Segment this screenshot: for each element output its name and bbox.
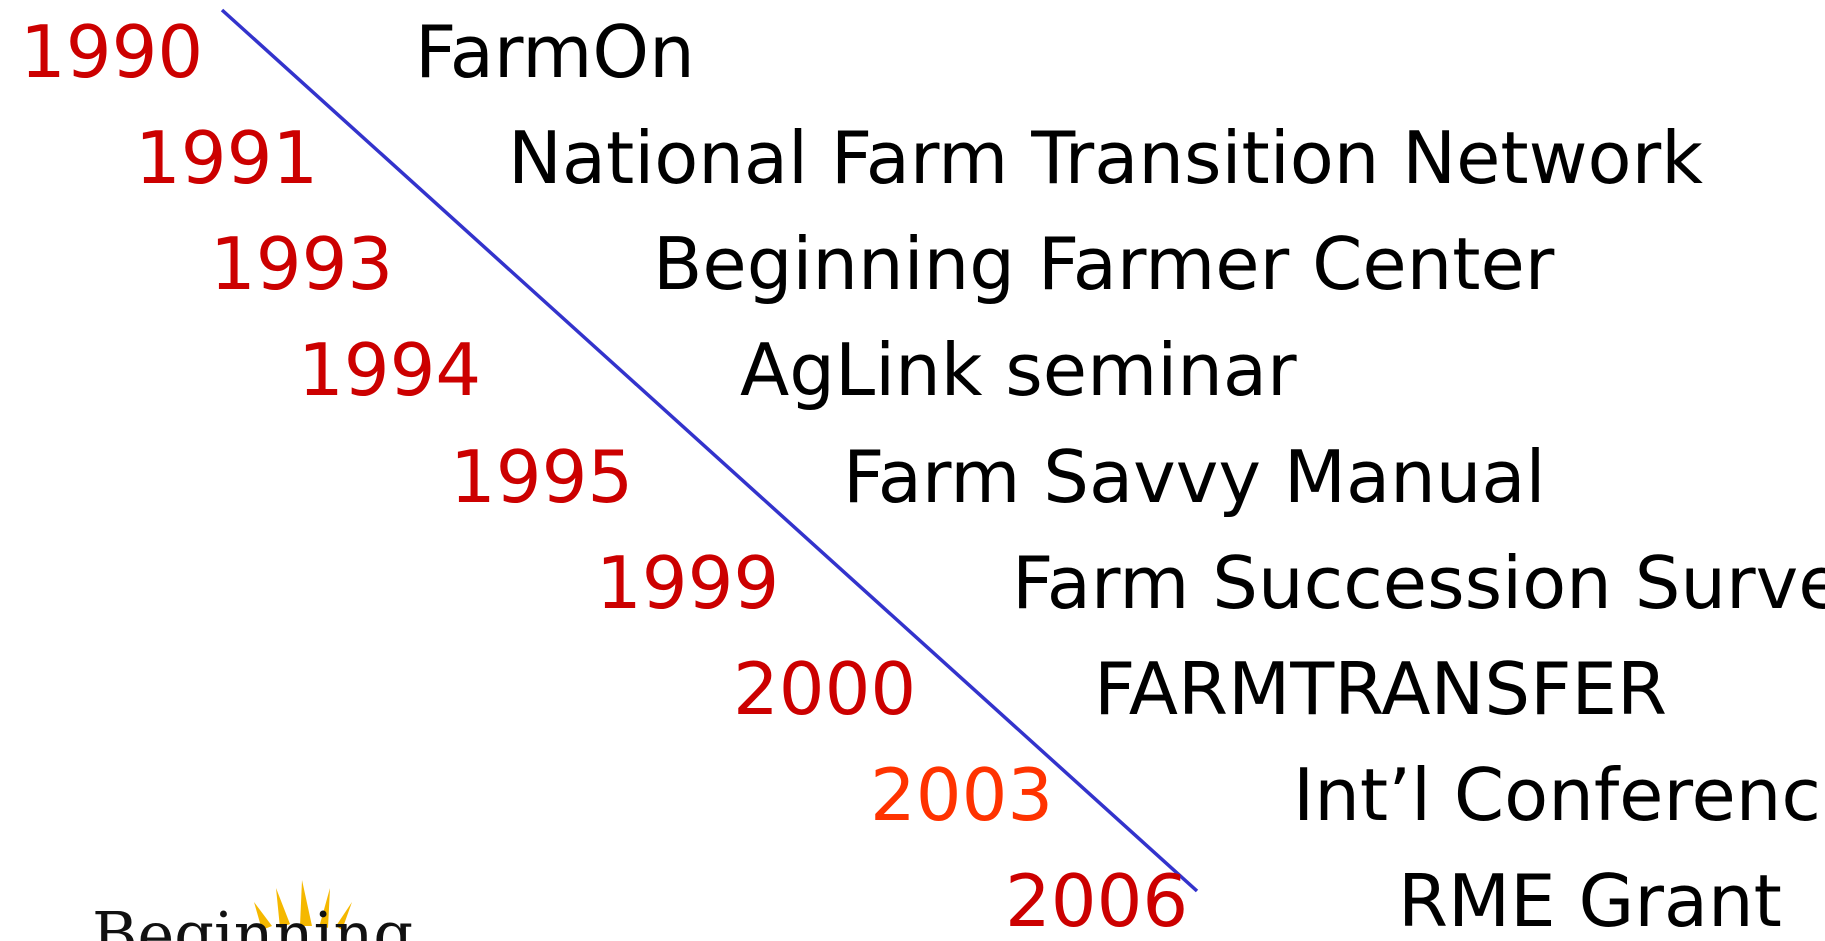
event-label: FarmOn [415,10,695,94]
year-label: 2006 [1005,859,1189,941]
year-label: 2003 [870,753,1054,837]
logo-text: Beginning [92,898,412,941]
year-label: 1995 [450,435,634,519]
year-label: 1994 [298,328,482,412]
event-label: Beginning Farmer Center [653,222,1555,306]
event-label: Int’l Conference [1293,753,1825,837]
event-label: FARMTRANSFER [1094,647,1668,731]
event-label: Farm Succession Survey [1012,541,1825,625]
year-label: 2000 [733,647,917,731]
year-label: 1993 [210,222,394,306]
event-label: Farm Savvy Manual [843,435,1546,519]
event-label: RME Grant [1398,859,1782,941]
event-label: AgLink seminar [740,328,1297,412]
event-label: National Farm Transition Network [508,116,1703,200]
beginning-farmer-logo: Beginning [92,880,412,941]
year-label: 1991 [135,116,319,200]
year-label: 1999 [596,541,780,625]
year-label: 1990 [20,10,204,94]
sun-rays-icon [254,880,352,930]
